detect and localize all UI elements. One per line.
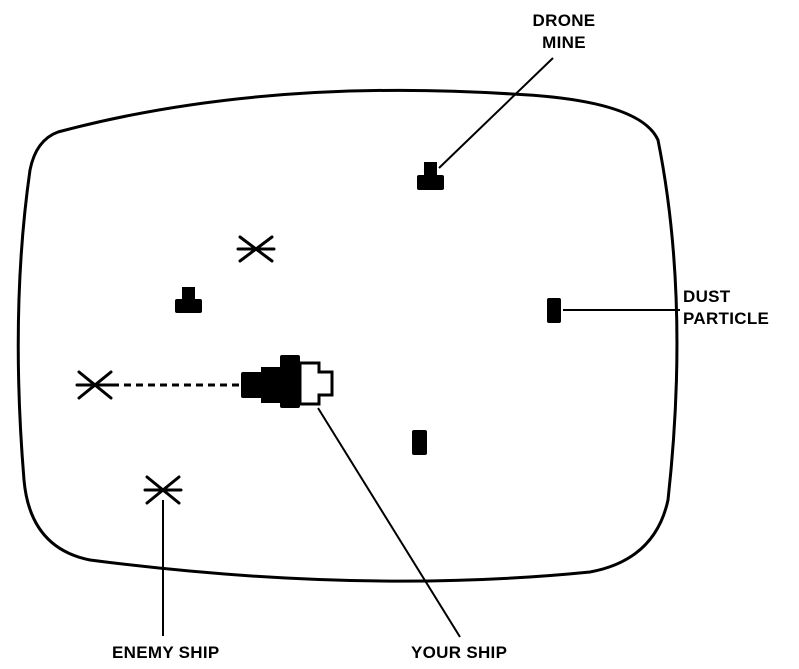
dust-particle-icon <box>412 430 427 455</box>
enemy-ship-icon <box>75 370 115 400</box>
your-ship-label: YOUR SHIP <box>411 643 508 662</box>
screen-outline <box>16 88 679 583</box>
drone-mine-leader <box>438 57 554 169</box>
dust-particle-label-line2: PARTICLE <box>683 309 770 328</box>
dust-particle-icon <box>547 298 561 323</box>
dust-particle-label-line1: DUST <box>683 287 731 306</box>
enemy-ship-label: ENEMY SHIP <box>112 643 220 662</box>
drone-mine-icon <box>417 162 444 190</box>
your-ship-icon <box>241 355 334 408</box>
enemy-ship-icon <box>143 475 183 505</box>
your-ship-leader <box>317 407 461 638</box>
drone-mine-label: DRONE MINE <box>514 10 614 54</box>
drone-mine-icon <box>175 287 202 313</box>
dust-particle-label: DUST PARTICLE <box>683 286 769 330</box>
enemy-ship-icon <box>236 235 276 263</box>
drone-mine-label-line1: DRONE <box>532 11 596 30</box>
drone-mine-label-line2: MINE <box>542 33 586 52</box>
